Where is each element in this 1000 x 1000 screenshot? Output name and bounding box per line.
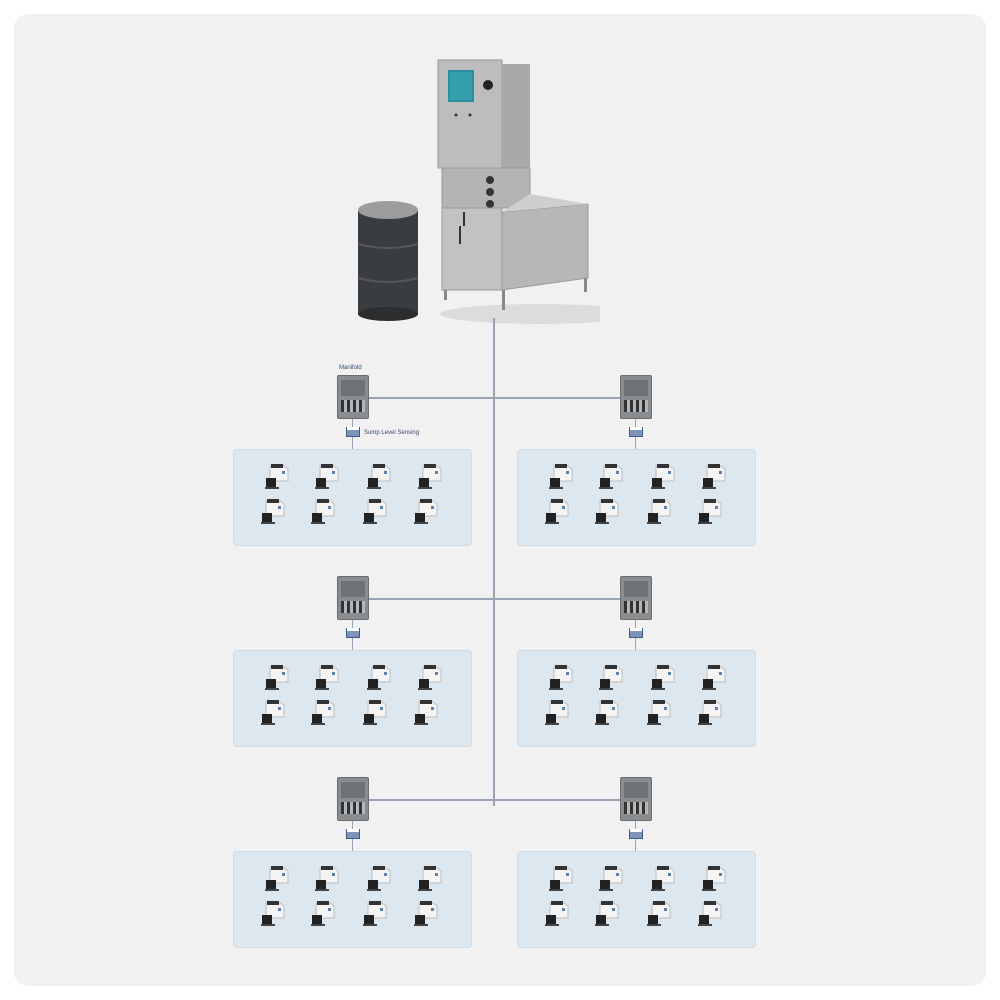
machine-tool-icon <box>695 899 725 929</box>
machine-group-panel <box>517 449 756 546</box>
machine-tool-icon <box>360 497 390 527</box>
machine-tool-icon <box>415 462 445 492</box>
manifold <box>620 576 652 620</box>
machine-tool-icon <box>644 497 674 527</box>
machine-tool-icon <box>360 698 390 728</box>
machine-tool-icon <box>695 497 725 527</box>
central-filtration-unit <box>430 52 640 327</box>
machine-group-panel <box>517 851 756 948</box>
machine-tool-icon <box>312 864 342 894</box>
main-supply-line <box>493 318 495 806</box>
machine-tool-icon <box>648 663 678 693</box>
machine-tool-icon <box>695 698 725 728</box>
sump-level-icon <box>629 427 643 437</box>
manifold-label: Manifold <box>339 365 362 371</box>
machine-tool-icon <box>542 497 572 527</box>
machine-tool-icon <box>411 497 441 527</box>
machine-tool-icon <box>699 462 729 492</box>
machine-tool-icon <box>258 899 288 929</box>
manifold <box>337 777 369 821</box>
sump-level-icon <box>346 829 360 839</box>
machine-tool-icon <box>592 899 622 929</box>
machine-tool-icon <box>596 864 626 894</box>
machine-tool-icon <box>308 497 338 527</box>
machine-tool-icon <box>415 864 445 894</box>
sump-level-icon <box>346 628 360 638</box>
branch-line <box>368 397 620 399</box>
sump-level-sensing-label: Sump Level Sensing <box>364 430 420 436</box>
machine-tool-icon <box>415 663 445 693</box>
machine-tool-icon <box>308 698 338 728</box>
machine-tool-icon <box>312 462 342 492</box>
branch-line <box>368 799 620 801</box>
manifold <box>620 777 652 821</box>
machine-tool-icon <box>644 698 674 728</box>
machine-tool-icon <box>644 899 674 929</box>
sump-level-icon <box>346 427 360 437</box>
manifold <box>620 375 652 419</box>
oil-drum <box>356 200 420 322</box>
machine-tool-icon <box>258 698 288 728</box>
machine-tool-icon <box>360 899 390 929</box>
machine-group-panel <box>233 449 472 546</box>
machine-tool-icon <box>699 864 729 894</box>
manifold <box>337 375 369 419</box>
machine-tool-icon <box>262 864 292 894</box>
machine-tool-icon <box>262 663 292 693</box>
machine-tool-icon <box>308 899 338 929</box>
machine-tool-icon <box>648 462 678 492</box>
branch-line <box>368 598 620 600</box>
machine-tool-icon <box>262 462 292 492</box>
machine-tool-icon <box>596 462 626 492</box>
sump-level-icon <box>629 628 643 638</box>
machine-tool-icon <box>411 899 441 929</box>
machine-tool-icon <box>411 698 441 728</box>
machine-tool-icon <box>592 497 622 527</box>
machine-tool-icon <box>546 864 576 894</box>
machine-tool-icon <box>364 462 394 492</box>
machine-tool-icon <box>546 462 576 492</box>
machine-tool-icon <box>542 698 572 728</box>
machine-tool-icon <box>542 899 572 929</box>
machine-tool-icon <box>364 663 394 693</box>
machine-tool-icon <box>596 663 626 693</box>
machine-group-panel <box>517 650 756 747</box>
sump-level-icon <box>629 829 643 839</box>
machine-tool-icon <box>364 864 394 894</box>
machine-group-panel <box>233 650 472 747</box>
machine-tool-icon <box>592 698 622 728</box>
machine-group-panel <box>233 851 472 948</box>
machine-tool-icon <box>546 663 576 693</box>
manifold <box>337 576 369 620</box>
machine-tool-icon <box>312 663 342 693</box>
machine-tool-icon <box>258 497 288 527</box>
machine-tool-icon <box>648 864 678 894</box>
machine-tool-icon <box>699 663 729 693</box>
